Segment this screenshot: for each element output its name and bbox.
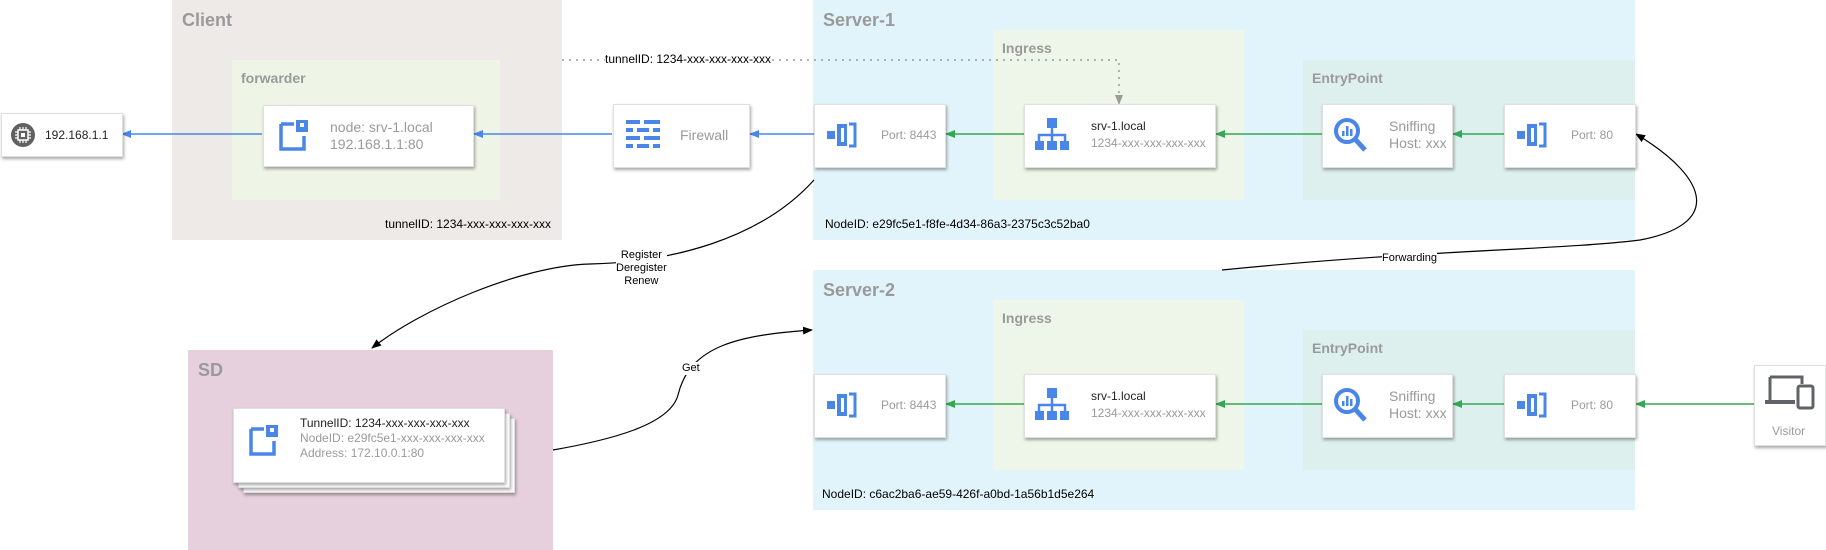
visitor-label: Visitor [1772, 424, 1806, 438]
server2-node-label: NodeID: c6ac2ba6-ae59-426f-a0bd-1a56b1d5… [822, 487, 1095, 501]
chip-icon [10, 122, 36, 153]
host-node[interactable]: 192.168.1.1 [1, 113, 123, 157]
visitor-node[interactable]: Visitor [1754, 365, 1826, 446]
load-balancer-icon [1035, 117, 1069, 156]
server2-sniffing-line2: Host: xxx [1389, 405, 1447, 421]
server1-node-label: NodeID: e29fc5e1-f8fe-4d34-86a3-2375c3c5… [825, 217, 1090, 231]
server2-title: Server-2 [823, 280, 896, 300]
server1-sniffing-line2: Host: xxx [1389, 135, 1447, 151]
forwarding-label: Forwarding [1382, 252, 1438, 265]
register-label-line3: Renew [624, 275, 659, 287]
server1-ingress-line2: 1234-xxx-xxx-xxx-xxx [1091, 136, 1206, 150]
sd-record-line3: Address: 172.10.0.1:80 [300, 446, 425, 460]
server1-ingress-title: Ingress [1002, 40, 1052, 56]
server1-entrypoint-title: EntryPoint [1312, 70, 1383, 86]
edge-get [552, 326, 813, 451]
port-icon [1517, 391, 1549, 424]
server2-ingress-line1: srv-1.local [1091, 389, 1146, 403]
server1-port80-node[interactable]: Port: 80 [1504, 104, 1636, 168]
client-title: Client [182, 10, 233, 30]
forwarder-node-line2: 192.168.1.1:80 [330, 136, 424, 152]
forwarder-node-line1: node: srv-1.local [330, 119, 433, 135]
firewall-icon [626, 119, 660, 156]
register-label-line2: Deregister [616, 262, 667, 274]
service-box-icon [248, 423, 280, 462]
sd-record-node[interactable]: TunnelID: 1234-xxx-xxx-xxx-xxx NodeID: e… [233, 408, 505, 483]
devices-icon [1765, 374, 1815, 417]
load-balancer-icon [1035, 387, 1069, 426]
firewall-node[interactable]: Firewall [613, 104, 750, 168]
port-icon [1517, 121, 1549, 154]
server1-sniffing-line1: Sniffing [1389, 118, 1436, 134]
server1-port80-label: Port: 80 [1571, 128, 1614, 142]
server2-port8443-label: Port: 8443 [881, 398, 937, 412]
server2-port8443-node[interactable]: Port: 8443 [814, 374, 946, 438]
server2-port80-node[interactable]: Port: 80 [1504, 374, 1636, 438]
server2-zone: Server-2 Ingress EntryPoint NodeID: c6ac… [813, 270, 1635, 510]
register-label: Register Deregister Renew [616, 249, 667, 288]
magnifier-icon [1333, 387, 1367, 428]
server2-sniffing-line1: Sniffing [1389, 388, 1436, 404]
server1-ingress-line1: srv-1.local [1091, 119, 1146, 133]
client-tunnel-label: tunnelID: 1234-xxx-xxx-xxx-xxx [385, 217, 552, 231]
server1-port8443-label: Port: 8443 [881, 128, 937, 142]
port-icon [827, 121, 859, 154]
server1-ingress-node[interactable]: srv-1.local 1234-xxx-xxx-xxx-xxx [1024, 104, 1216, 168]
sd-record-line1: TunnelID: 1234-xxx-xxx-xxx-xxx [300, 416, 470, 430]
tunnel-dotted-label: tunnelID: 1234-xxx-xxx-xxx-xxx [605, 52, 772, 66]
get-label: Get [682, 362, 700, 375]
server2-ingress-node[interactable]: srv-1.local 1234-xxx-xxx-xxx-xxx [1024, 374, 1216, 438]
forwarder-title: forwarder [241, 70, 306, 86]
server2-ingress-title: Ingress [1002, 310, 1052, 326]
server1-sniffing-node[interactable]: Sniffing Host: xxx [1322, 104, 1453, 168]
server1-port8443-node[interactable]: Port: 8443 [814, 104, 946, 168]
port-icon [827, 391, 859, 424]
server2-port80-label: Port: 80 [1571, 398, 1614, 412]
service-box-icon [278, 118, 310, 157]
forwarder-node[interactable]: node: srv-1.local 192.168.1.1:80 [263, 105, 474, 167]
magnifier-icon [1333, 117, 1367, 158]
server2-entrypoint-title: EntryPoint [1312, 340, 1383, 356]
host-label: 192.168.1.1 [45, 128, 109, 142]
sd-title: SD [198, 360, 224, 380]
server2-ingress-line2: 1234-xxx-xxx-xxx-xxx [1091, 406, 1206, 420]
firewall-label: Firewall [680, 127, 729, 143]
server2-sniffing-node[interactable]: Sniffing Host: xxx [1322, 374, 1453, 438]
server1-title: Server-1 [823, 10, 896, 30]
sd-record-line2: NodeID: e29fc5e1-xxx-xxx-xxx-xxx [300, 431, 485, 445]
register-label-line1: Register [620, 249, 662, 261]
